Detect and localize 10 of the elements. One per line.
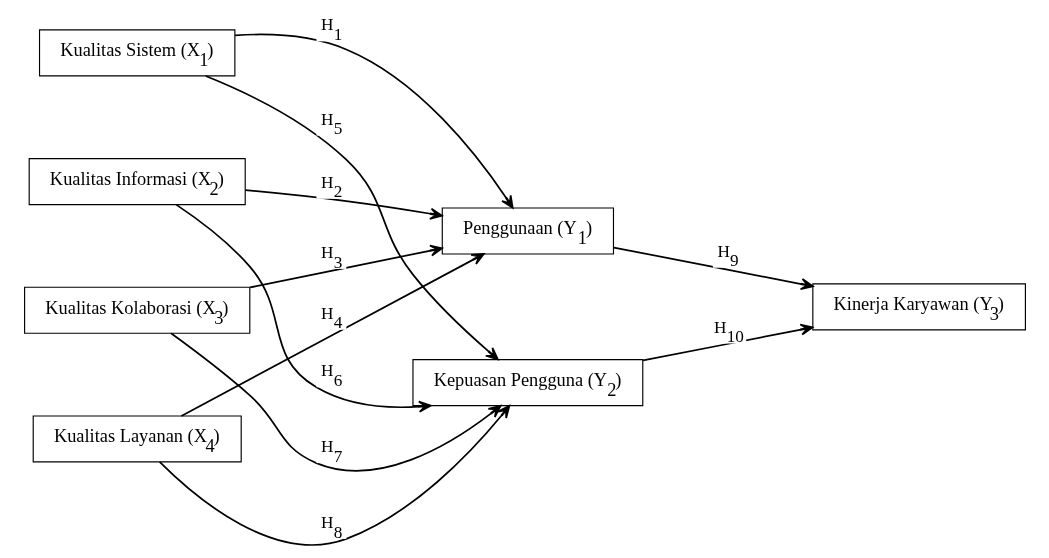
arrow: [169, 332, 501, 472]
arrow: [233, 33, 514, 209]
arrow: [248, 244, 443, 289]
arrow: [612, 246, 814, 291]
arrow: [158, 405, 510, 546]
arrow: [204, 75, 499, 361]
arrow: [641, 323, 813, 362]
arrow: [174, 203, 432, 413]
arrow: [244, 189, 443, 220]
arrow: [180, 253, 485, 417]
